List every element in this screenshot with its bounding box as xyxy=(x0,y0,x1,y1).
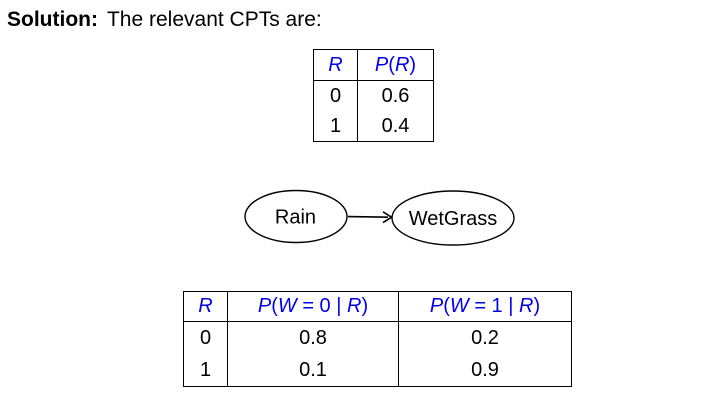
cpt-cell-w0-r1: 0.1 xyxy=(227,354,399,387)
table-row: 0 0.6 xyxy=(314,80,434,111)
table-row: 1 0.4 xyxy=(314,111,434,142)
cpt-cell-r-1: 1 xyxy=(199,358,212,381)
edge-line xyxy=(347,215,389,218)
cpt-table-header-row: R P(W = 0 | R) P(W = 1 | R) xyxy=(183,291,572,322)
title-text: The relevant CPTs are: xyxy=(106,8,322,31)
rain-node xyxy=(244,189,348,244)
title-solution-label: Solution: xyxy=(7,8,98,31)
rain-node-label: Rain xyxy=(275,207,316,229)
cpt-header-p-w0-r: P(W = 0 | R) xyxy=(227,291,399,322)
cpt-cell-r-0: 0 xyxy=(199,326,212,349)
prior-cell-p-1: 0.4 xyxy=(357,111,434,142)
table-row: 0 0.8 0.2 xyxy=(184,321,572,354)
prior-header-p-r: P(R) xyxy=(357,49,434,81)
cpt-cell-w1-r0: 0.2 xyxy=(398,321,572,354)
table-row: 1 0.1 0.9 xyxy=(184,354,572,387)
page-title: Solution: The relevant CPTs are: xyxy=(7,7,322,33)
prior-cell-r-0: 0 xyxy=(329,84,342,107)
wetgrass-node xyxy=(391,190,515,246)
prior-probability-table: R P(R) 0 0.6 1 0.4 xyxy=(313,49,434,142)
prior-table-header-row: R P(R) xyxy=(313,49,434,81)
cpt-header-p-w1-r: P(W = 1 | R) xyxy=(398,291,572,322)
prior-cell-r-1: 1 xyxy=(329,114,342,137)
prior-cell-p-0: 0.6 xyxy=(357,80,434,111)
cpt-cell-w1-r1: 0.9 xyxy=(398,354,572,387)
cpt-header-r: R xyxy=(183,291,228,322)
bayes-net-diagram: Rain WetGrass xyxy=(244,189,515,246)
conditional-probability-table: R P(W = 0 | R) P(W = 1 | R) 0 0.8 0.2 1 … xyxy=(183,291,572,387)
wetgrass-node-label: WetGrass xyxy=(409,208,498,230)
cpt-cell-w0-r0: 0.8 xyxy=(227,321,399,354)
prior-header-r: R xyxy=(313,49,358,81)
